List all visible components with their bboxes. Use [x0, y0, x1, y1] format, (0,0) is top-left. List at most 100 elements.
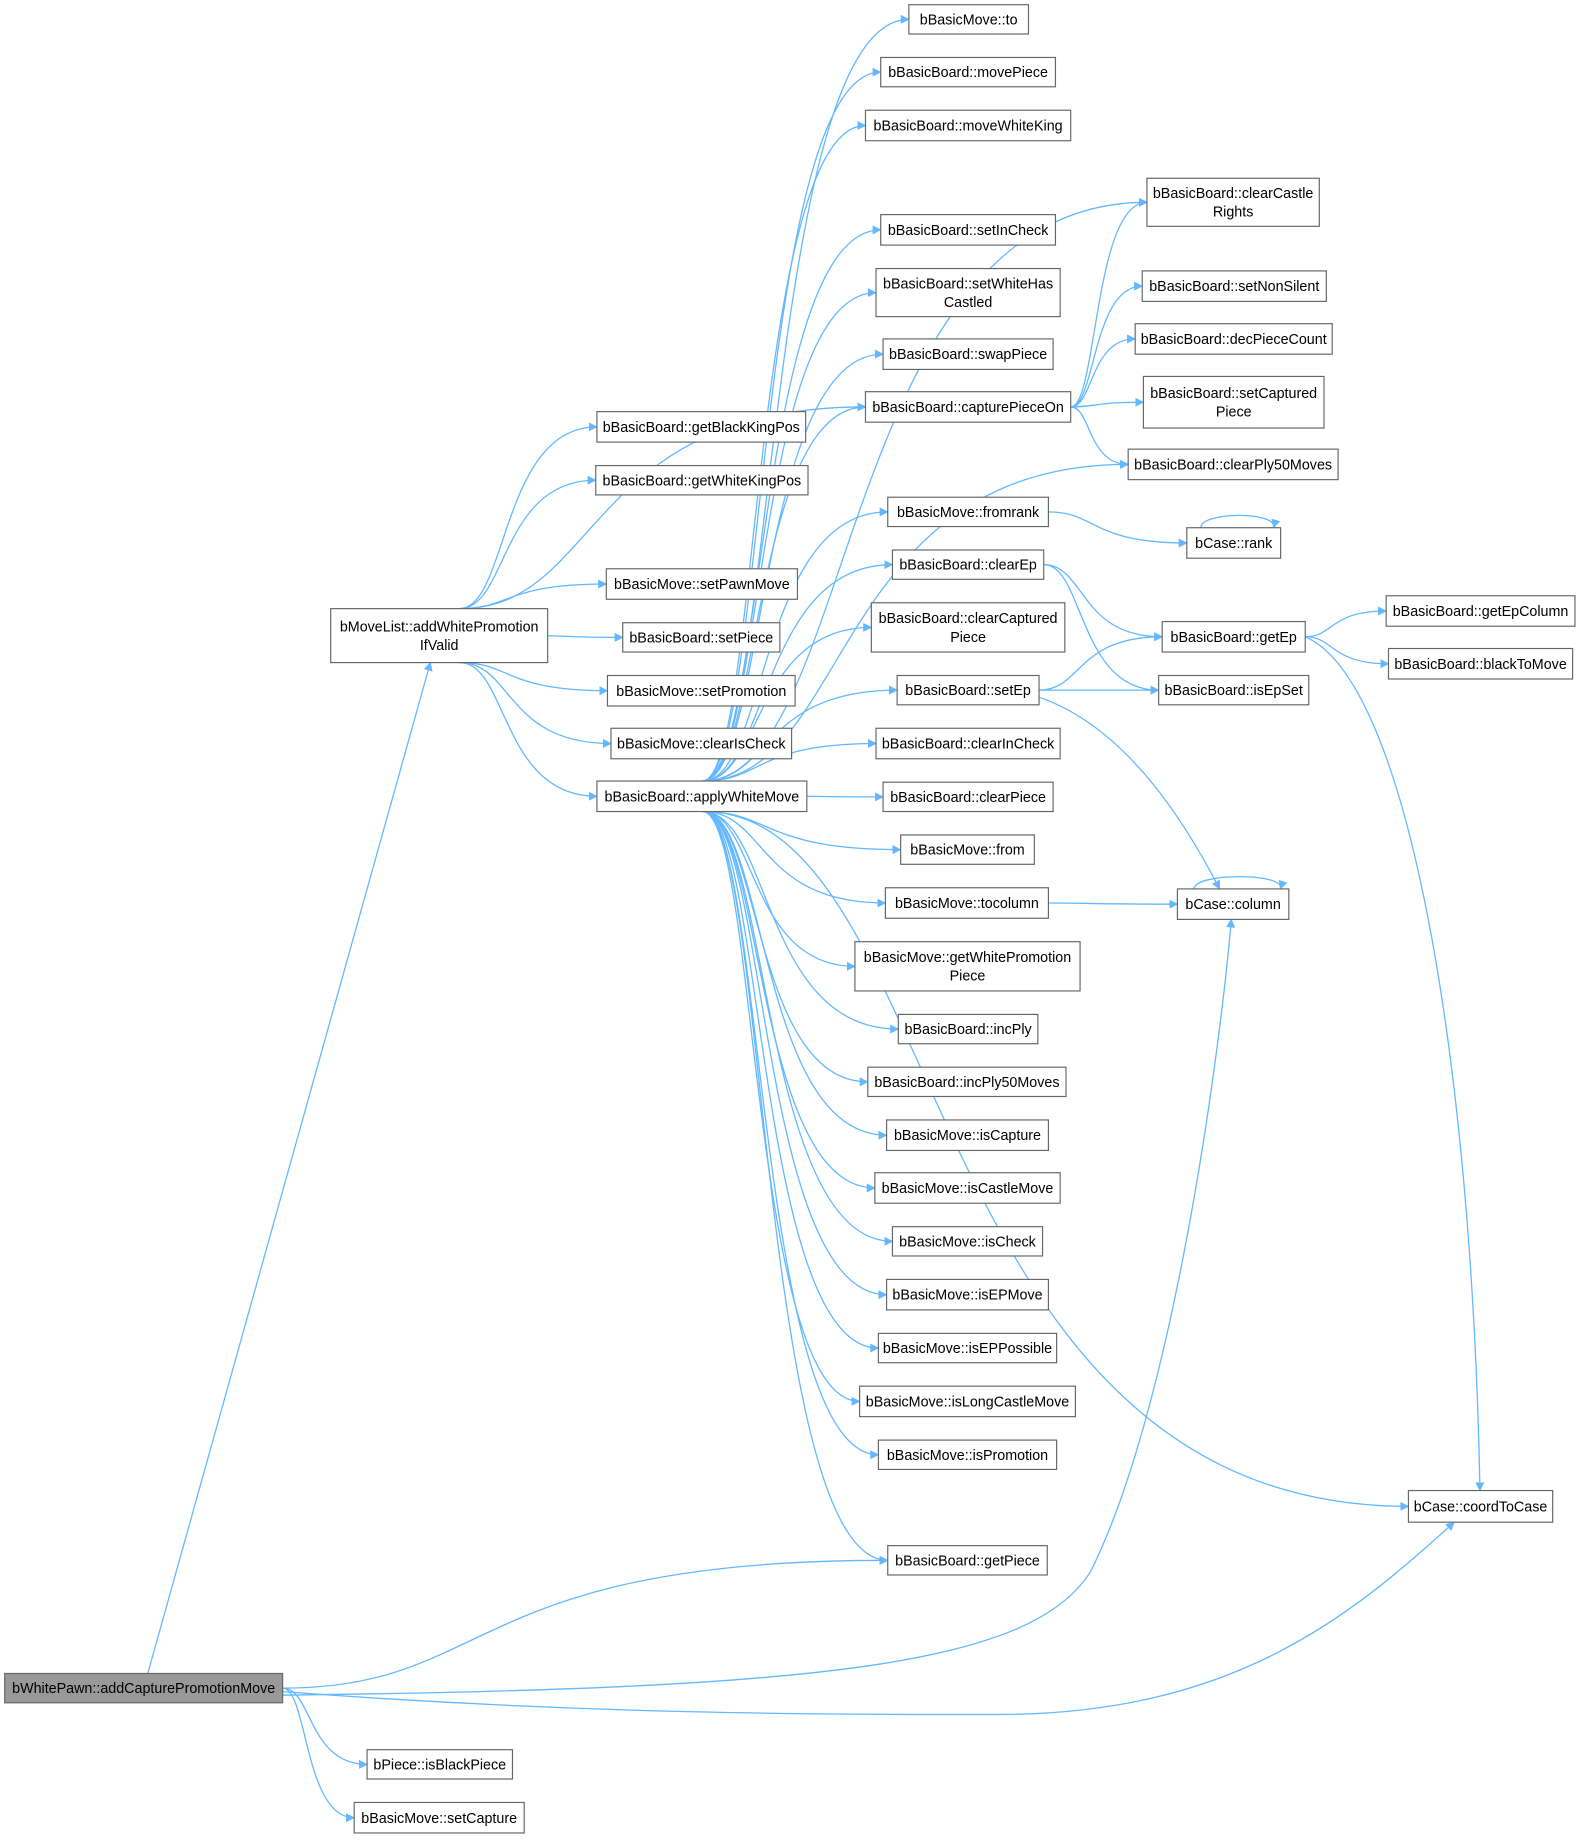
- node-bpiece-isblackpiece[interactable]: bPiece::isBlackPiece: [366, 1749, 514, 1780]
- node-bbasicmove-tocolumn[interactable]: bBasicMove::tocolumn: [884, 887, 1049, 919]
- node-box: [605, 568, 799, 600]
- node-bbasicmove-iscastlemove[interactable]: bBasicMove::isCastleMove: [874, 1172, 1061, 1204]
- node-bbasicboard-getwhitekingpos[interactable]: bBasicBoard::getWhiteKingPos: [595, 464, 809, 496]
- node-box: [882, 781, 1054, 813]
- node-bbasicboard-setep[interactable]: bBasicBoard::setEp: [896, 674, 1040, 706]
- node-bbasicboard-clearincheck[interactable]: bBasicBoard::clearInCheck: [875, 727, 1061, 760]
- node-bbasicmove-clearischeck[interactable]: bBasicMove::clearIsCheck: [610, 727, 793, 760]
- node-bcase-rank[interactable]: bCase::rank: [1186, 527, 1282, 559]
- node-bbasicboard-setpiece[interactable]: bBasicBoard::setPiece: [622, 622, 781, 653]
- node-bbasicboard-getpiece[interactable]: bBasicBoard::getPiece: [887, 1545, 1048, 1576]
- edge-gep-to-c2c: [1304, 636, 1485, 1492]
- node-bbasicboard-capturepieceon[interactable]: bBasicBoard::capturePieceOn: [864, 391, 1072, 423]
- node-label: bBasicMove::isCapture: [894, 1128, 1041, 1144]
- node-label: Piece: [950, 630, 986, 646]
- node-bbasicboard-getblackkingpos[interactable]: bBasicBoard::getBlackKingPos: [596, 411, 807, 443]
- node-bbasicboard-incply[interactable]: bBasicBoard::incPly: [897, 1013, 1039, 1045]
- node-box: [854, 941, 1081, 992]
- edge-awm-to-tcl: [702, 810, 887, 908]
- node-bbasicboard-blacktomove[interactable]: bBasicBoard::blackToMove: [1387, 647, 1574, 680]
- node-bbasicmove-iscapture[interactable]: bBasicMove::isCapture: [885, 1119, 1049, 1152]
- node-bbasicmove-to[interactable]: bBasicMove::to: [908, 4, 1030, 35]
- node-bbasicboard-clearep[interactable]: bBasicBoard::clearEp: [891, 549, 1045, 580]
- node-box: [887, 496, 1049, 528]
- node-bbasicboard-getepcolumn[interactable]: bBasicBoard::getEpColumn: [1385, 595, 1576, 627]
- node-bwhitepawn-addcapturepromotionmove[interactable]: bWhitePawn::addCapturePromotionMove: [4, 1672, 284, 1704]
- node-label: bCase::column: [1185, 897, 1280, 913]
- node-bbasicboard-incply50moves[interactable]: bBasicBoard::incPly50Moves: [867, 1066, 1067, 1098]
- edge-col-to-col: [1193, 875, 1288, 890]
- node-label: bBasicBoard::getBlackKingPos: [603, 420, 800, 436]
- node-label: bBasicMove::tocolumn: [895, 896, 1039, 912]
- node-label: bBasicMove::to: [920, 12, 1018, 28]
- node-bbasicboard-clearply50moves[interactable]: bBasicBoard::clearPly50Moves: [1127, 448, 1339, 481]
- node-bbasicmove-ischeck[interactable]: bBasicMove::isCheck: [891, 1226, 1044, 1257]
- node-box: [596, 780, 808, 813]
- node-label: bBasicBoard::clearCaptured: [879, 611, 1058, 627]
- edge-root-to-scp: [282, 1687, 356, 1823]
- node-bbasicboard-movewhiteking[interactable]: bBasicBoard::moveWhiteKing: [864, 109, 1072, 142]
- node-box: [1134, 323, 1333, 355]
- edge-rnk-to-rnk: [1200, 514, 1281, 529]
- node-bbasicboard-applywhitemove[interactable]: bBasicBoard::applyWhiteMove: [596, 780, 808, 813]
- node-box: [885, 1278, 1049, 1311]
- edge-awm-to-ilc: [702, 810, 861, 1406]
- node-bbasicmove-fromrank[interactable]: bBasicMove::fromrank: [887, 496, 1049, 528]
- node-label: Castled: [944, 295, 993, 311]
- edge-root-to-ibp: [282, 1687, 368, 1769]
- node-bcase-column[interactable]: bCase::column: [1176, 888, 1290, 920]
- node-bbasicmove-iseppossible[interactable]: bBasicMove::isEPPossible: [877, 1332, 1058, 1364]
- node-bbasicboard-getep[interactable]: bBasicBoard::getEp: [1161, 620, 1306, 653]
- node-label: bBasicBoard::setInCheck: [888, 223, 1049, 239]
- edge-frk-to-rnk: [1048, 511, 1188, 548]
- edge-cpo-to-scd: [1070, 397, 1145, 408]
- edge-awm-to-ick: [702, 810, 894, 1246]
- node-label: bBasicMove::isCastleMove: [882, 1181, 1054, 1197]
- node-label: bBasicBoard::getEpColumn: [1393, 604, 1569, 620]
- edge-awm-to-c2c: [702, 810, 1410, 1511]
- node-box: [877, 1332, 1058, 1364]
- node-label: bBasicMove::isCheck: [899, 1234, 1037, 1250]
- node-bbasicboard-swappiece[interactable]: bBasicBoard::swapPiece: [882, 338, 1054, 370]
- node-box: [864, 109, 1072, 142]
- node-box: [891, 1226, 1044, 1257]
- node-bbasicboard-clearpiece[interactable]: bBasicBoard::clearPiece: [882, 781, 1054, 813]
- node-bbasicboard-setincheck[interactable]: bBasicBoard::setInCheck: [880, 214, 1057, 246]
- node-label: bBasicBoard::getPiece: [895, 1553, 1040, 1569]
- node-bbasicboard-movepiece[interactable]: bBasicBoard::movePiece: [880, 56, 1057, 88]
- node-label: bBasicBoard::moveWhiteKing: [874, 119, 1063, 135]
- edge-gep-to-btm: [1305, 636, 1390, 669]
- node-box: [1141, 270, 1327, 302]
- node-bcase-coordtocase[interactable]: bCase::coordToCase: [1407, 1489, 1554, 1523]
- node-label: bBasicBoard::getWhiteKingPos: [603, 473, 802, 489]
- node-bbasicmove-isepmove[interactable]: bBasicMove::isEPMove: [885, 1278, 1049, 1311]
- node-box: [610, 727, 793, 760]
- edge-cpo-to-sns: [1070, 281, 1144, 408]
- node-bbasicmove-from[interactable]: bBasicMove::from: [900, 834, 1035, 865]
- edge-awp-to-spr: [459, 661, 609, 696]
- node-bbasicmove-setpawnmove[interactable]: bBasicMove::setPawnMove: [605, 568, 799, 600]
- node-bbasicboard-isepset[interactable]: bBasicBoard::isEpSet: [1158, 674, 1310, 706]
- node-bbasicboard-decpiececount[interactable]: bBasicBoard::decPieceCount: [1134, 323, 1333, 355]
- node-box: [884, 887, 1049, 919]
- edge-awm-to-cp5: [702, 459, 1130, 782]
- node-box: [877, 1439, 1058, 1471]
- node-label: Rights: [1213, 205, 1254, 221]
- node-bbasicmove-setcapture[interactable]: bBasicMove::setCapture: [353, 1801, 525, 1834]
- node-bbasicmove-setpromotion[interactable]: bBasicMove::setPromotion: [606, 674, 796, 707]
- node-label: bBasicBoard::clearPly50Moves: [1134, 457, 1332, 473]
- edge-gep-to-gec: [1305, 606, 1388, 638]
- node-bbasicboard-setnonsilent[interactable]: bBasicBoard::setNonSilent: [1141, 270, 1327, 302]
- node-bbasicmove-islongcastlemove[interactable]: bBasicMove::isLongCastleMove: [859, 1385, 1076, 1418]
- node-label: bPiece::isBlackPiece: [373, 1757, 506, 1773]
- edge-tcl-to-col: [1048, 899, 1179, 909]
- node-bbasicmove-ispromotion[interactable]: bBasicMove::isPromotion: [877, 1439, 1058, 1471]
- node-box: [1142, 375, 1325, 429]
- node-label: bBasicBoard::movePiece: [888, 65, 1048, 81]
